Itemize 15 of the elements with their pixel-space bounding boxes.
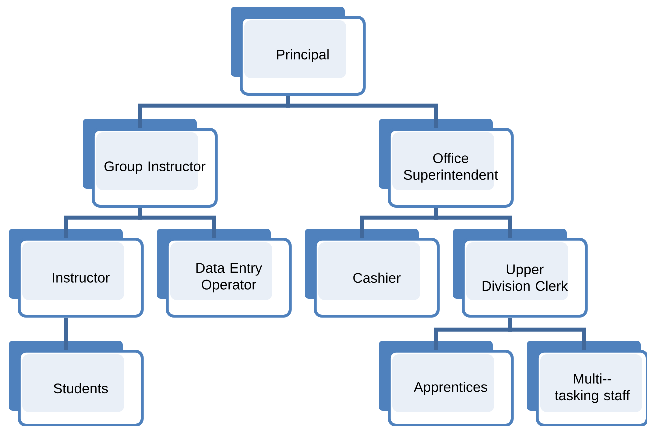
- org-chart-box: Instructor: [9, 229, 144, 318]
- org-chart-box: Cashier: [305, 229, 440, 318]
- connector-line: [286, 96, 438, 128]
- org-chart-box: Students: [9, 341, 144, 426]
- org-chart-box: Upper Division Clerk: [453, 229, 588, 318]
- org-chart-box: Group Instructor: [83, 119, 218, 208]
- org-chart-box: Multi--tasking staff: [527, 341, 647, 426]
- org-chart-box: Principal: [231, 7, 366, 96]
- org-chart-box: Office Superintendent: [379, 119, 514, 208]
- connector-line: [434, 208, 512, 238]
- org-chart-box: Apprentices: [379, 341, 514, 426]
- connector-line: [508, 318, 586, 350]
- connector-line: [138, 208, 216, 238]
- org-chart-box: Data Entry Operator: [157, 229, 292, 318]
- connector-line: [64, 318, 68, 350]
